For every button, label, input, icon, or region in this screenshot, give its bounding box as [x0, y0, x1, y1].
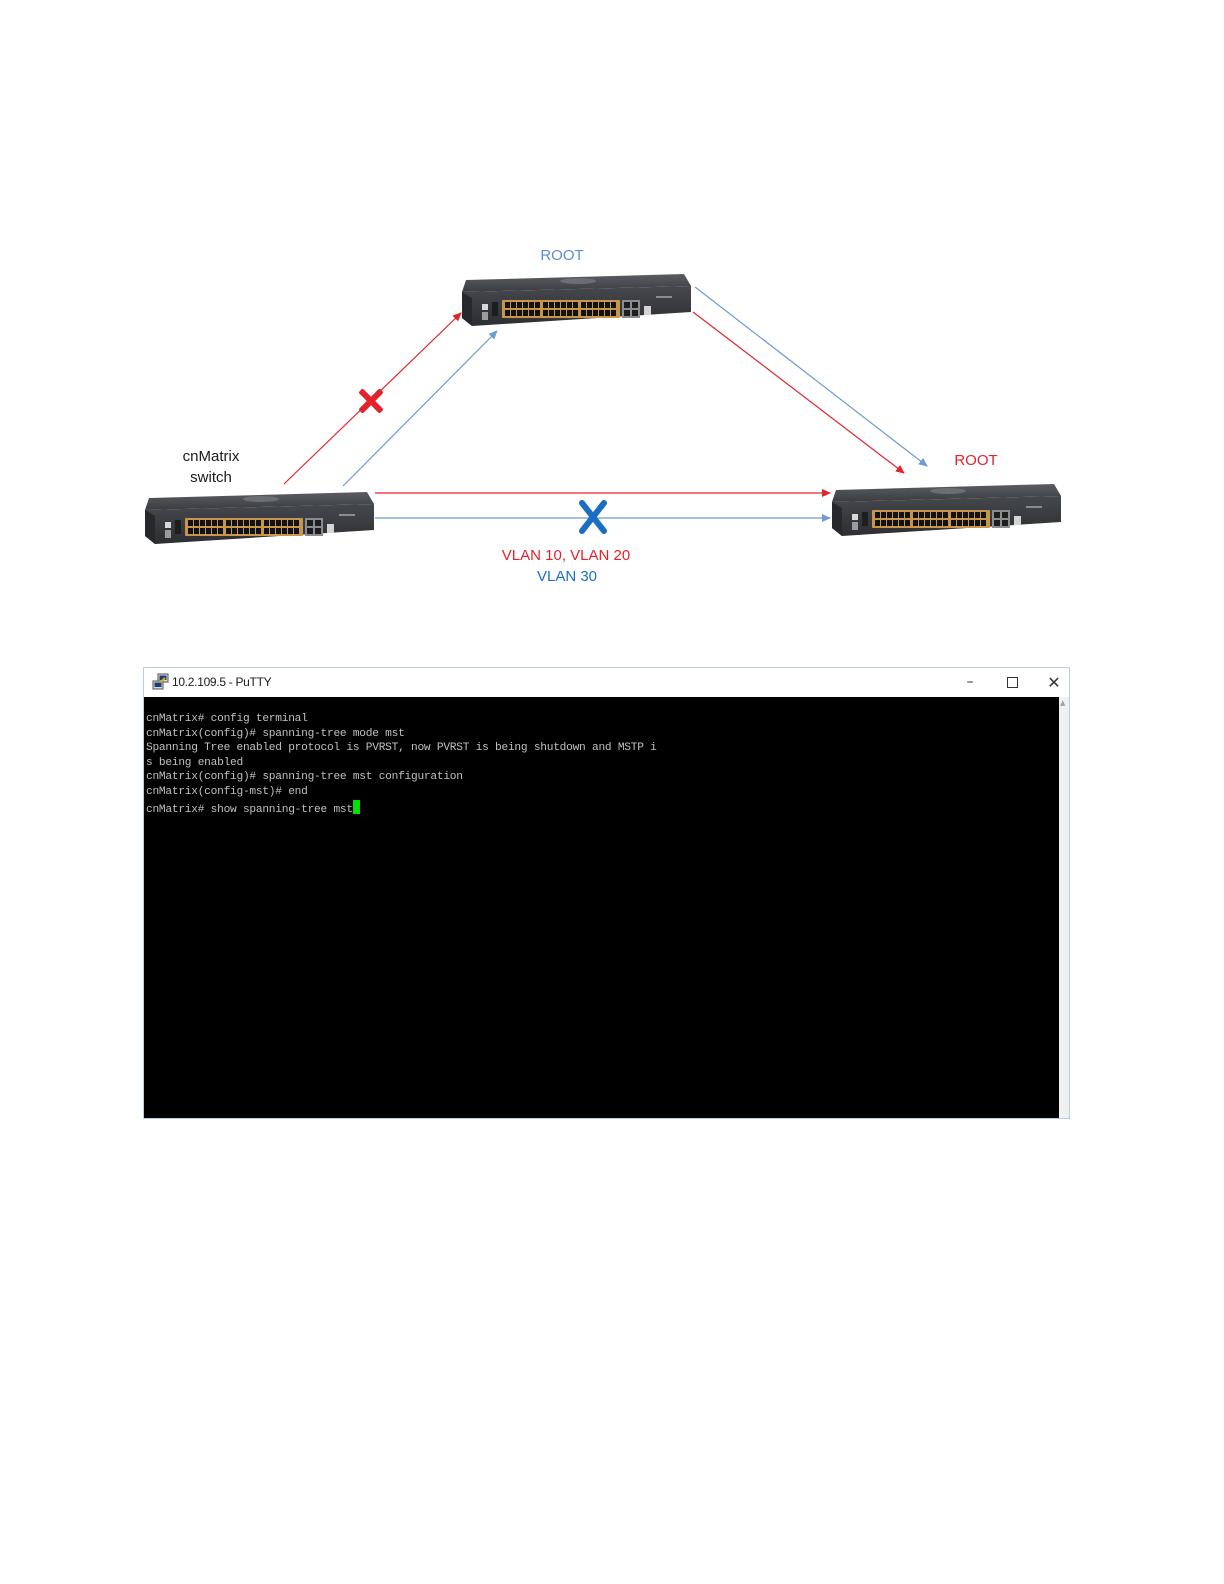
terminal-prompt-line: cnMatrix# show spanning-tree mst [146, 799, 1059, 818]
scroll-up-arrow-icon[interactable]: ▲ [1060, 699, 1066, 707]
switch-left-cnmatrix [145, 492, 374, 544]
root-right-label: ROOT [954, 452, 997, 469]
close-button[interactable]: ✕ [1033, 668, 1075, 696]
maximize-icon [1006, 676, 1018, 688]
root-top-label: ROOT [540, 247, 583, 264]
switch-right-root [832, 484, 1061, 536]
terminal-line: cnMatrix(config)# spanning-tree mode mst [146, 727, 405, 740]
maximize-button[interactable] [991, 668, 1033, 696]
switch-name-line2: switch [190, 469, 232, 486]
terminal-line: cnMatrix# config terminal [146, 713, 308, 725]
terminal-command: cnMatrix# show spanning-tree mst [146, 803, 353, 816]
vlan-blue-label: VLAN 30 [537, 568, 597, 585]
terminal-line: cnMatrix(config-mst)# end [146, 785, 308, 798]
putty-icon [152, 673, 169, 690]
red-x-icon [359, 389, 383, 413]
blue-link-top-to-right [694, 286, 928, 467]
terminal-line: Spanning Tree enabled protocol is PVRST,… [146, 742, 657, 755]
text-cursor [352, 799, 360, 814]
close-icon: ✕ [1047, 672, 1061, 692]
vlan-red-label: VLAN 10, VLAN 20 [502, 547, 630, 564]
vertical-scrollbar[interactable]: ▲ [1059, 697, 1069, 1118]
window-title: 10.2.109.5 - PuTTY [172, 675, 272, 689]
red-link-top-to-right [692, 311, 905, 474]
minimize-icon: – [966, 674, 974, 690]
switch-top-root [462, 274, 691, 326]
stp-topology-diagram: ROOT ROOT cnMatrix switch VLAN 10, VLAN … [145, 247, 1061, 585]
terminal-screen[interactable]: cnMatrix# config terminal cnMatrix(confi… [144, 697, 1059, 1118]
blue-x-icon [579, 500, 607, 534]
title-bar[interactable]: 10.2.109.5 - PuTTY – ✕ [144, 668, 1069, 697]
minimize-button[interactable]: – [949, 668, 991, 696]
switch-name-line1: cnMatrix [183, 448, 240, 465]
putty-window[interactable]: 10.2.109.5 - PuTTY – ✕ cnMatrix# config … [143, 667, 1070, 1119]
blue-link-left-to-top [342, 330, 498, 487]
terminal-line: s being enabled [146, 756, 243, 769]
terminal-line: cnMatrix(config)# spanning-tree mst conf… [146, 771, 463, 784]
